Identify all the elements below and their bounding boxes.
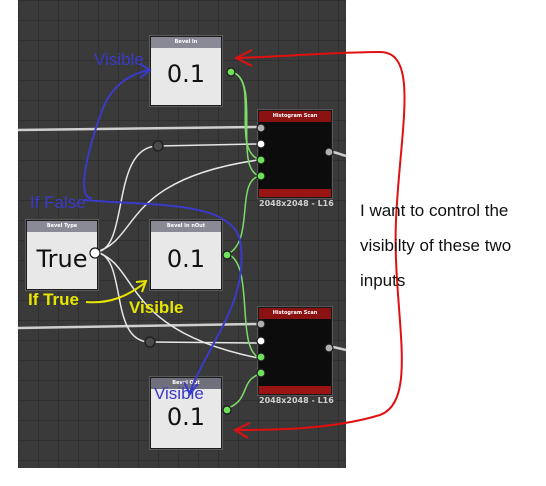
annotation-visible-middle: Visible xyxy=(129,298,184,317)
wire-bevel-type-in xyxy=(95,159,259,253)
input-port-green[interactable] xyxy=(256,155,266,165)
node-histogram-scan-top[interactable]: Histogram Scan xyxy=(258,110,332,198)
annotation-if-true: If True xyxy=(28,290,80,309)
wire-switch-bottom xyxy=(95,251,259,344)
input-port-green[interactable] xyxy=(256,352,266,362)
note-line-3: inputs xyxy=(360,271,406,290)
input-port-white[interactable] xyxy=(256,139,266,149)
node-value: 0.1 xyxy=(166,245,206,273)
red-annotation-stroke xyxy=(235,50,406,431)
node-title: Histogram Scan xyxy=(259,111,331,122)
output-wire-top xyxy=(332,150,347,158)
annotation-visible-top: Visible xyxy=(94,50,144,69)
output-wire-bottom xyxy=(332,345,347,352)
yellow-arrowhead xyxy=(135,279,148,293)
red-arrowhead xyxy=(232,422,251,439)
yellow-annotation-stroke xyxy=(85,281,147,304)
output-port-green[interactable] xyxy=(222,405,232,415)
reroute-dot[interactable] xyxy=(152,140,164,152)
input-wire-bottom xyxy=(17,322,259,330)
input-port-gray[interactable] xyxy=(256,123,266,133)
annotation-visible-bottom: Visible xyxy=(154,384,204,403)
wire-green-4 xyxy=(227,253,261,359)
node-footer-bar xyxy=(259,189,331,197)
blue-arrowhead xyxy=(183,381,199,396)
node-bevel-in[interactable]: Bevel In 0.1 xyxy=(150,36,222,106)
blue-arrowhead xyxy=(139,63,152,79)
node-value: 0.1 xyxy=(166,60,206,88)
node-value: 0.1 xyxy=(166,403,206,431)
node-title: Bevel Type xyxy=(27,221,97,232)
resolution-label: 2048x2048 - L16 xyxy=(259,199,334,208)
note-line-2: visibilty of these two xyxy=(360,236,512,255)
wire-green-3 xyxy=(227,175,261,255)
node-bevel-in-out[interactable]: Bevel In nOut 0.1 xyxy=(150,220,222,290)
input-port-white[interactable] xyxy=(256,336,266,346)
reroute-dot[interactable] xyxy=(144,336,156,348)
output-port-gray[interactable] xyxy=(324,147,334,157)
node-value: True xyxy=(36,245,88,273)
note-line-1: I want to control the xyxy=(360,201,509,220)
resolution-label: 2048x2048 - L16 xyxy=(259,396,334,405)
red-arrowhead xyxy=(233,49,253,67)
node-bevel-out[interactable]: Bevel Out 0.1 xyxy=(150,377,222,449)
node-title: Bevel In nOut xyxy=(151,221,221,232)
output-port-green[interactable] xyxy=(226,67,236,77)
annotation-if-false: If False xyxy=(30,193,86,212)
node-title: Bevel In xyxy=(151,37,221,48)
output-port-white[interactable] xyxy=(89,247,101,259)
node-footer-bar xyxy=(259,386,331,394)
node-title: Histogram Scan xyxy=(259,308,331,319)
blue-annotation-stroke xyxy=(83,69,149,200)
input-port-green[interactable] xyxy=(256,368,266,378)
wire-switch-top xyxy=(95,143,259,253)
wire-green-2 xyxy=(231,71,261,177)
output-port-gray[interactable] xyxy=(324,343,334,353)
input-port-green[interactable] xyxy=(256,171,266,181)
output-port-green[interactable] xyxy=(222,250,232,260)
wire-green-5 xyxy=(227,373,261,409)
blue-annotation-stroke xyxy=(83,199,243,393)
input-wire-top xyxy=(17,125,259,132)
input-port-gray[interactable] xyxy=(256,319,266,329)
node-title: Bevel Out xyxy=(151,378,221,389)
